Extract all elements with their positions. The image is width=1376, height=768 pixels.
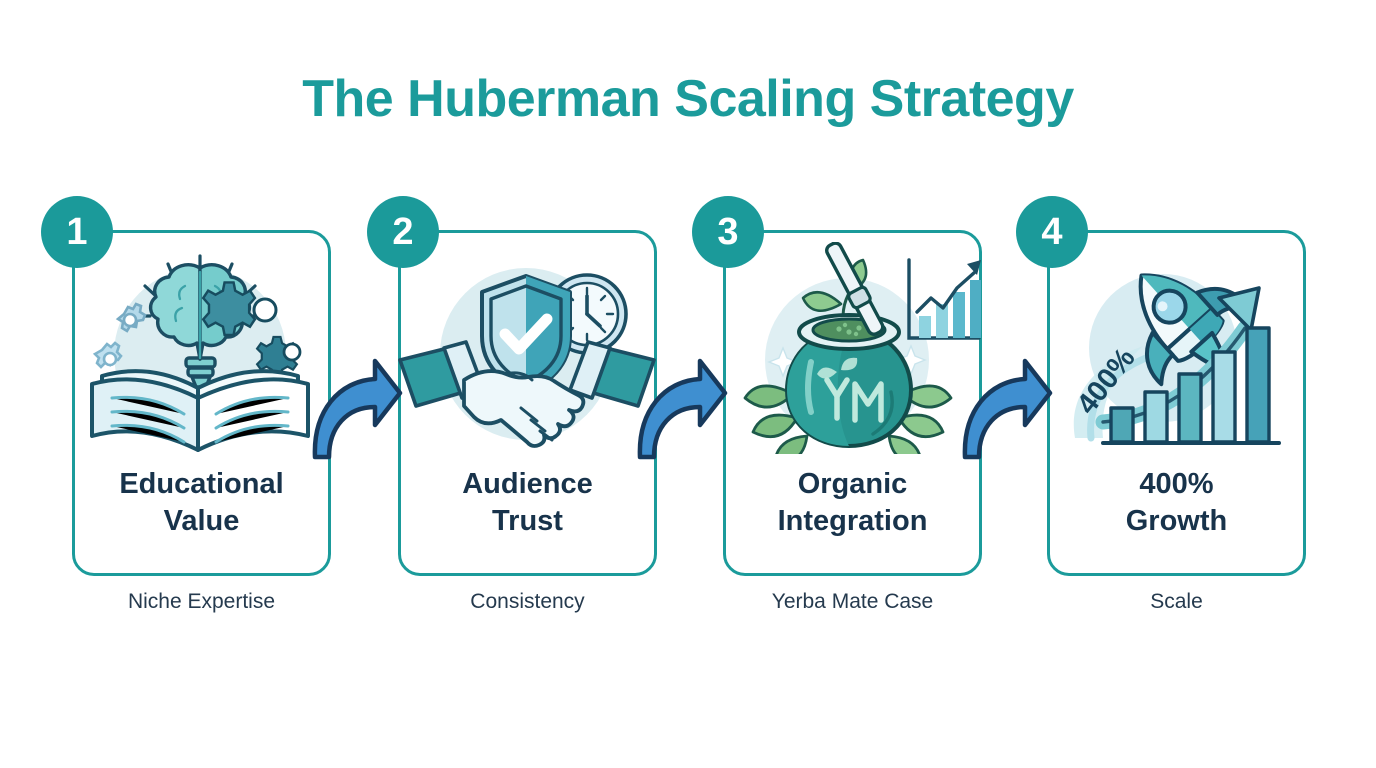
step-caption-1: Niche Expertise xyxy=(127,590,276,613)
arrow-step3-to-step4 xyxy=(955,345,1055,465)
rocket-growth-chart-icon: 400% xyxy=(1047,242,1306,454)
arrow-step2-to-step3 xyxy=(630,345,730,465)
step-title-1: Educational Value xyxy=(119,468,284,538)
step-caption-2: Consistency xyxy=(470,590,585,613)
brain-lightbulb-book-icon xyxy=(72,242,331,454)
yerba-mate-gourd-icon xyxy=(723,241,982,463)
step-number-badge-1: 1 xyxy=(41,196,113,268)
step-number-badge-3: 3 xyxy=(692,196,764,268)
step-number-badge-2: 2 xyxy=(367,196,439,268)
step-title-3: Organic Integration xyxy=(777,468,928,538)
step-title-2: Audience Trust xyxy=(462,468,593,538)
step-title-4: 400% Growth xyxy=(1125,468,1228,538)
step-card-1[interactable]: 1 xyxy=(41,196,331,613)
step-number-badge-4: 4 xyxy=(1016,196,1088,268)
step-caption-3: Yerba Mate Case xyxy=(771,590,934,613)
step-card-3[interactable]: 3 xyxy=(692,196,982,613)
handshake-shield-clock-icon xyxy=(398,242,657,454)
step-caption-4: Scale xyxy=(1150,590,1203,613)
page-title: The Huberman Scaling Strategy xyxy=(302,70,1074,128)
step-card-2[interactable]: 2 xyxy=(367,196,657,613)
arrow-step1-to-step2 xyxy=(305,345,405,465)
step-card-4[interactable]: 4 xyxy=(1016,196,1306,613)
